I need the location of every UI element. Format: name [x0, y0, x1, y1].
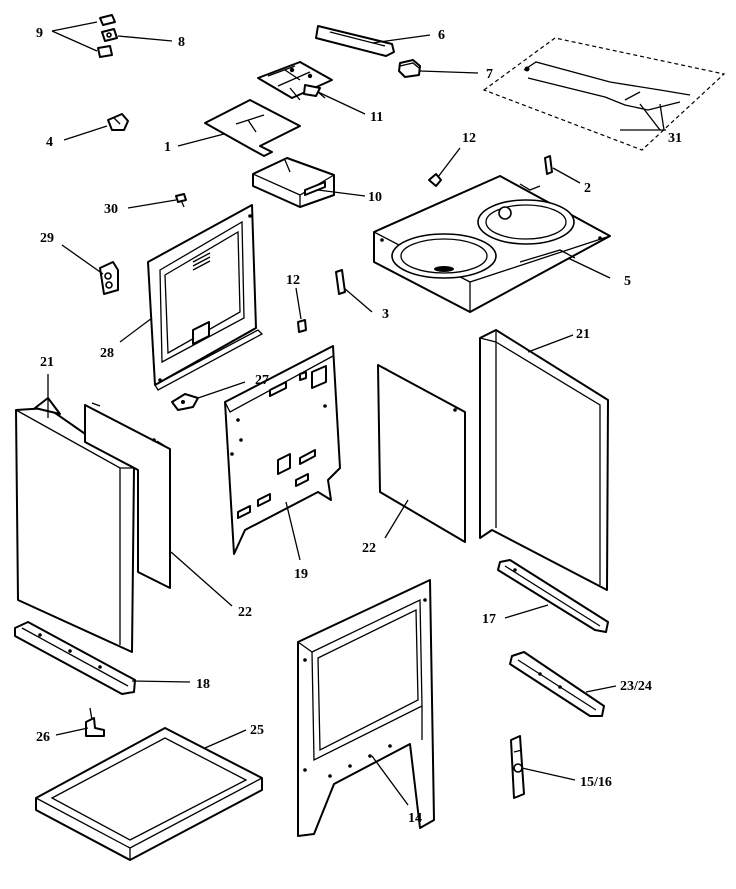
- part-31-top-panel: [482, 37, 726, 151]
- leader-21-right: [527, 334, 574, 353]
- leader-15-16: [521, 767, 576, 781]
- callout-12-upper: 12: [462, 131, 476, 146]
- leader-22-left: [170, 551, 233, 607]
- callout-26: 26: [36, 730, 50, 745]
- leader-28: [119, 317, 153, 343]
- part-23-24-rail: [509, 651, 605, 717]
- part-7-block: [398, 59, 421, 78]
- leader-5: [567, 257, 611, 279]
- callout-11: 11: [370, 110, 383, 125]
- part-27-knob: [171, 393, 199, 411]
- callout-25: 25: [250, 723, 264, 738]
- part-4-bracket: [107, 113, 129, 131]
- part-21-right-side-panel: [479, 329, 609, 591]
- leader-3: [343, 287, 373, 313]
- leader-25: [204, 729, 247, 749]
- callout-28: 28: [100, 346, 114, 361]
- callout-21-left: 21: [40, 355, 54, 370]
- callout-21-right: 21: [576, 327, 590, 342]
- leader-27: [197, 381, 246, 399]
- callout-2: 2: [584, 181, 591, 196]
- callout-7: 7: [486, 67, 493, 82]
- leader-31: [620, 103, 666, 131]
- part-2-pin: [544, 155, 553, 175]
- callout-1: 1: [164, 140, 171, 155]
- callout-22-left: 22: [238, 605, 252, 620]
- part-11-ignition-assembly: [257, 61, 333, 101]
- part-12-clip-lower: [297, 319, 307, 333]
- part-29-label: [99, 261, 119, 295]
- part-26-leveling-leg: [85, 707, 105, 737]
- leader-10: [317, 189, 366, 197]
- callout-29: 29: [40, 231, 54, 246]
- leader-7: [419, 70, 479, 74]
- leader-19: [285, 501, 301, 561]
- part-19-rear-frame: [224, 345, 341, 555]
- leader-1: [177, 133, 225, 147]
- callout-23-24: 23/24: [620, 679, 652, 694]
- leader-17: [504, 604, 549, 619]
- callout-30: 30: [104, 202, 118, 217]
- callout-9: 9: [36, 26, 43, 41]
- callout-18: 18: [196, 677, 210, 692]
- leader-12-upper: [437, 147, 461, 178]
- leader-26: [55, 727, 89, 736]
- part-22-right-insulation: [377, 364, 466, 543]
- leader-30: [127, 199, 177, 209]
- leader-12-lower: [295, 287, 302, 320]
- part-9-clips: [97, 14, 116, 58]
- part-1-plate: [204, 99, 301, 157]
- part-8-clip: [101, 28, 118, 42]
- callout-3: 3: [382, 307, 389, 322]
- callout-22-right: 22: [362, 541, 376, 556]
- callout-10: 10: [368, 190, 382, 205]
- leader-23-24: [585, 685, 617, 693]
- leader-2: [552, 167, 581, 184]
- callout-19: 19: [294, 567, 308, 582]
- part-22-left-insulation: [84, 402, 171, 589]
- leader-18: [131, 680, 191, 683]
- leader-29: [61, 244, 104, 275]
- callout-4: 4: [46, 135, 53, 150]
- leader-6: [371, 34, 431, 44]
- leader-8: [117, 35, 173, 42]
- leader-11: [317, 91, 366, 115]
- callout-14: 14: [408, 811, 422, 826]
- part-17-right-rail: [497, 559, 609, 633]
- leader-9: [51, 21, 98, 52]
- callout-5: 5: [624, 274, 631, 289]
- callout-27: 27: [255, 373, 269, 388]
- part-28-back-panel: [147, 204, 264, 391]
- part-10-bracket: [252, 157, 335, 208]
- leader-22-right: [384, 499, 409, 539]
- callout-15-16: 15/16: [580, 775, 612, 790]
- part-5-cooktop: [373, 175, 611, 313]
- part-6-bracket: [315, 25, 395, 57]
- callout-31: 31: [668, 131, 682, 146]
- part-15-16-bracket: [510, 735, 525, 799]
- part-25-drawer: [35, 727, 263, 861]
- callout-12-lower: 12: [286, 273, 300, 288]
- part-30-screw: [175, 193, 187, 208]
- leader-4: [63, 125, 108, 141]
- callout-8: 8: [178, 35, 185, 50]
- callout-6: 6: [438, 28, 445, 43]
- callout-17: 17: [482, 612, 496, 627]
- leader-14: [371, 755, 409, 806]
- part-3-pin: [335, 269, 346, 295]
- part-18-left-rail: [14, 621, 136, 695]
- part-14-front-frame: [297, 579, 435, 837]
